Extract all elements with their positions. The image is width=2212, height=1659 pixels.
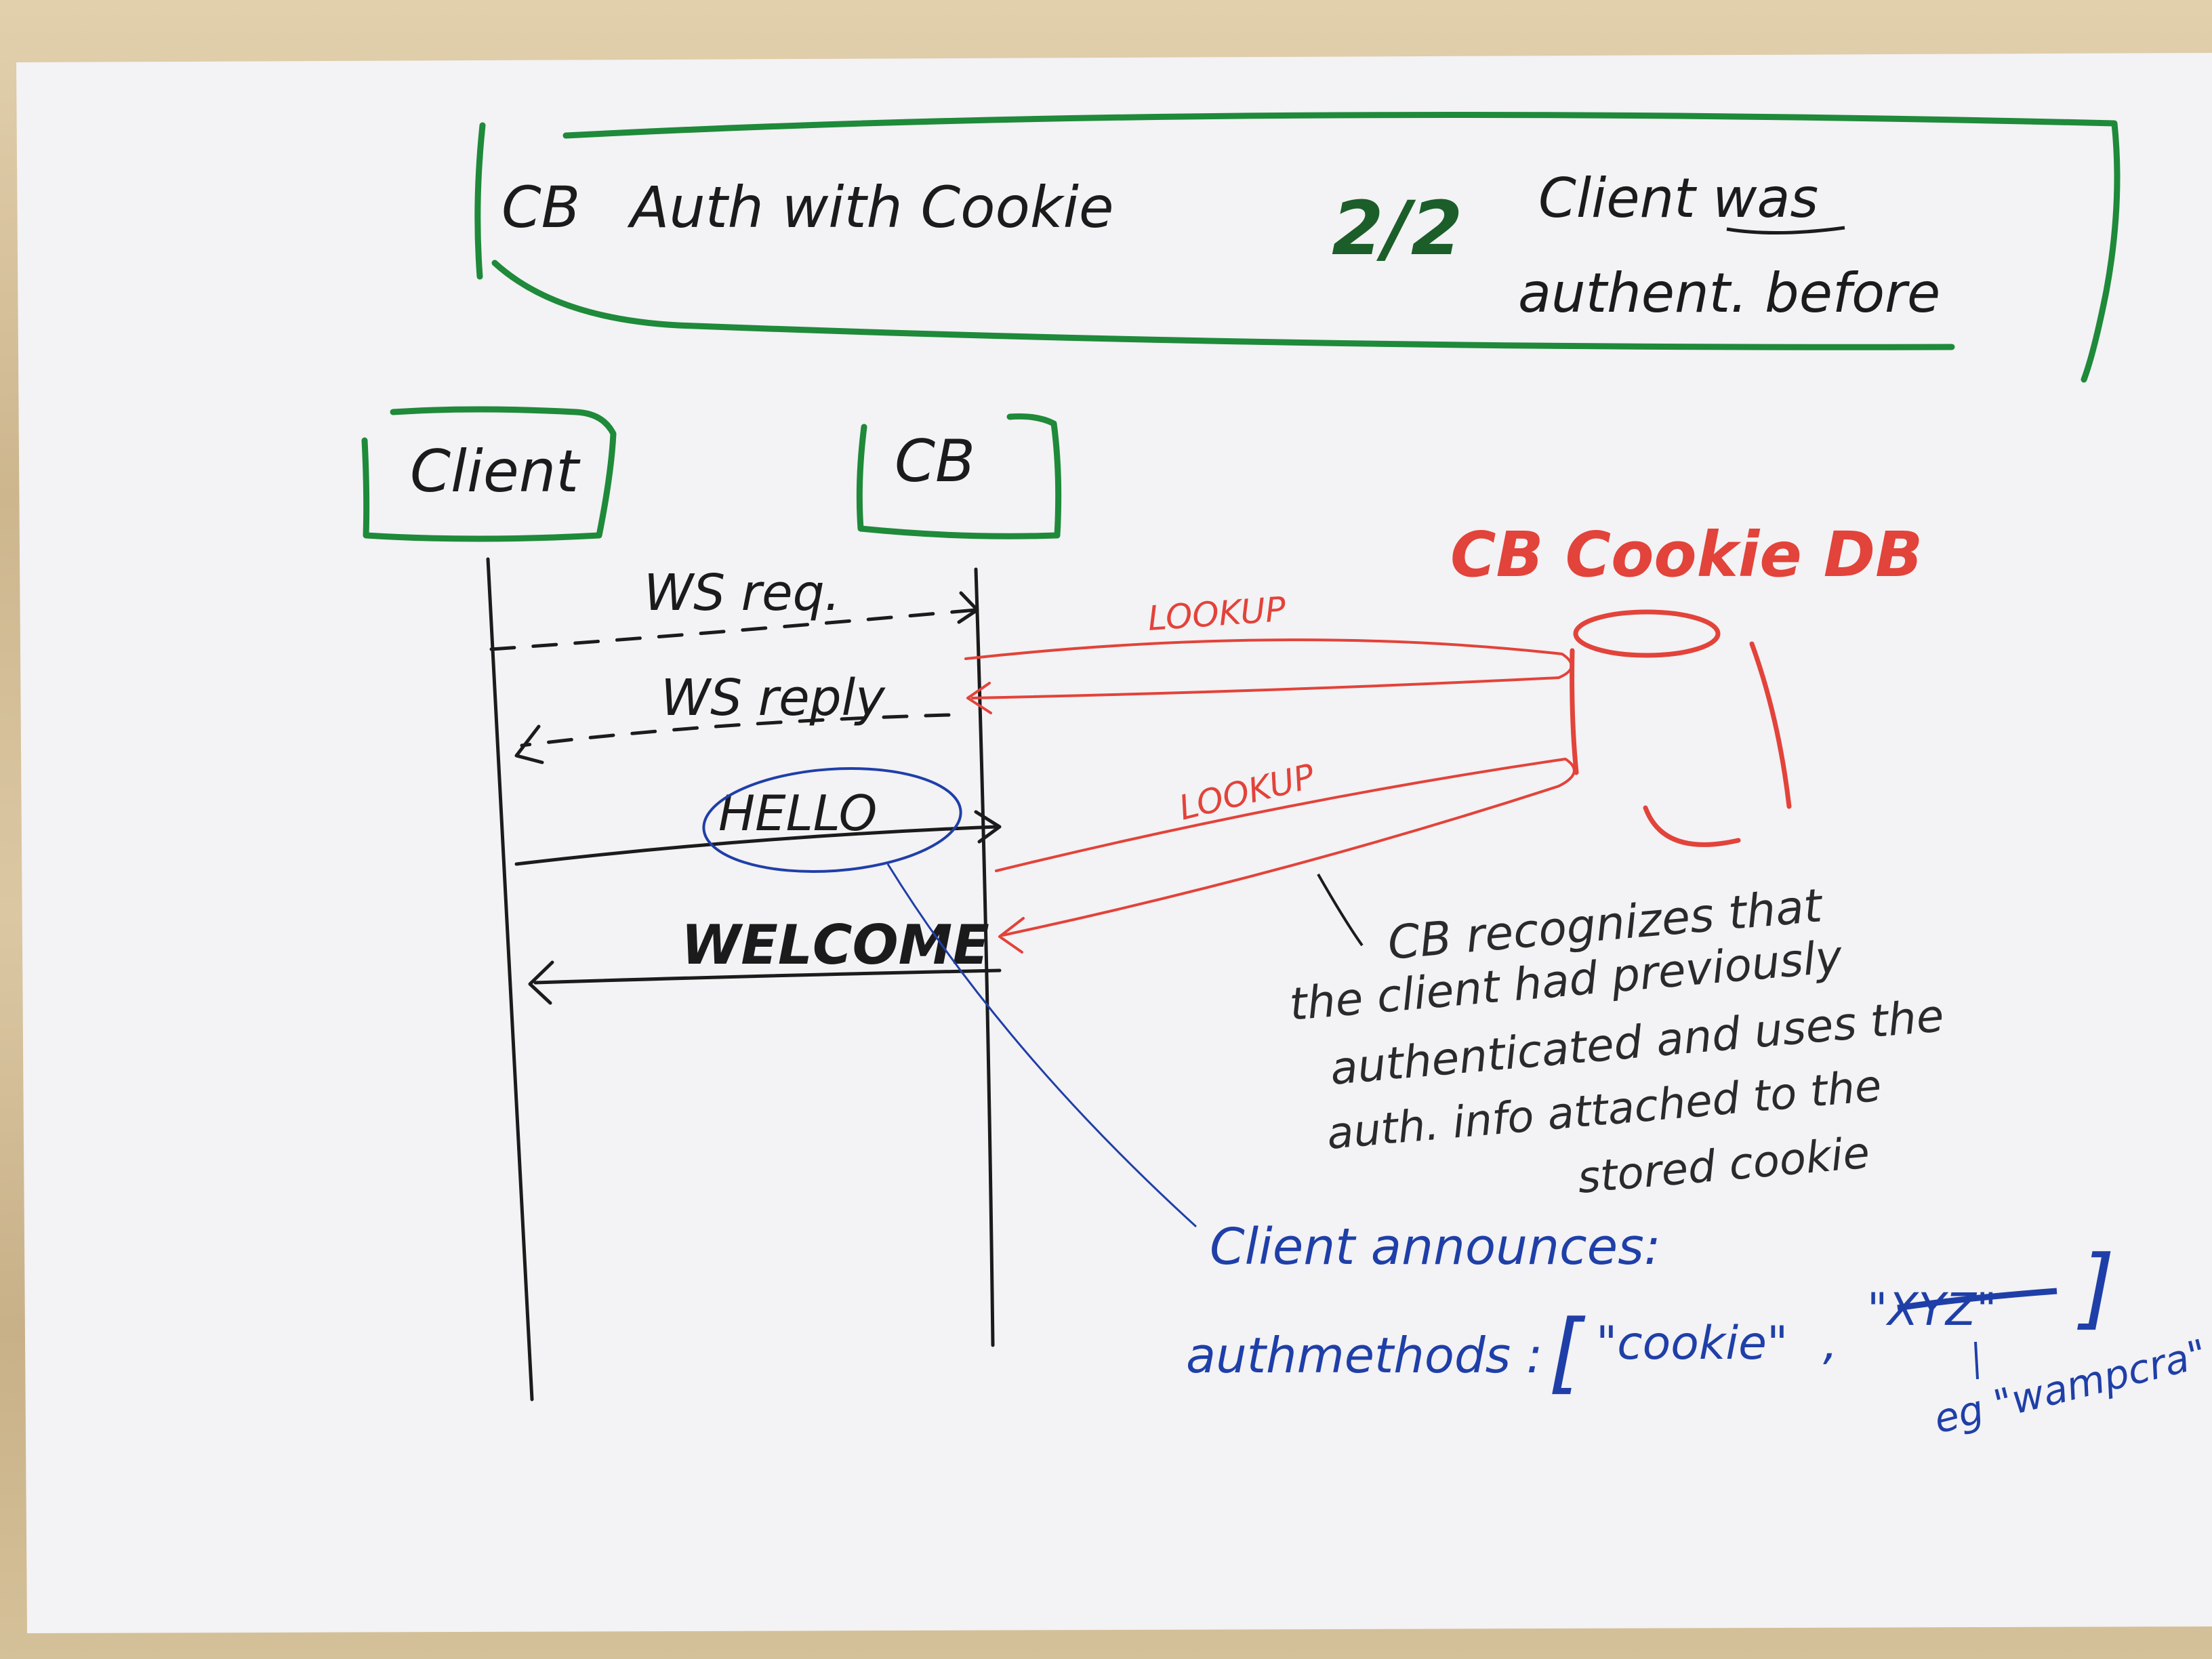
- was-underline: [1726, 226, 1845, 235]
- ws-reply-arrowhead: [514, 724, 544, 764]
- title-box-top-right-stroke: [562, 112, 2121, 383]
- lookup-1-arrowhead: [966, 682, 992, 714]
- welcome-arrow: [533, 968, 1002, 985]
- hello-highlight-circle: [702, 767, 962, 873]
- hello-arrow: [514, 825, 998, 866]
- welcome-label: WELCOME: [681, 914, 989, 977]
- authmethods-cookie-item: "cookie": [1596, 1317, 1788, 1370]
- ws-req-arrow: [489, 608, 978, 651]
- cb-lifeline: [974, 567, 995, 1347]
- lookup-2-loop: [995, 758, 1576, 937]
- cb-actor-box: [856, 413, 1062, 539]
- lookup-1-label: LOOKUP: [1147, 590, 1288, 638]
- cookie-db-label: CB Cookie DB: [1450, 518, 1923, 591]
- lookup-1-loop: [964, 638, 1573, 699]
- scribbled-out-word: [1897, 1288, 2057, 1311]
- hello-callout-line: [886, 863, 1197, 1228]
- client-note-line-1: Client announces:: [1210, 1218, 1661, 1276]
- authmethods-xyz-item: "XYZ": [1867, 1284, 1996, 1336]
- authmethods-close-bracket: ]: [2077, 1236, 2115, 1339]
- client-actor-label: Client: [410, 438, 581, 506]
- client-lifeline: [486, 557, 534, 1401]
- cb-actor-label: CB: [895, 428, 975, 495]
- ws-req-arrowhead: [957, 591, 979, 624]
- title-box-bottom-stroke: [491, 260, 1955, 350]
- hello-label: HELLO: [718, 785, 877, 842]
- ws-req-label: WS req.: [644, 564, 840, 622]
- hello-arrowhead: [974, 810, 1002, 844]
- title-text: Auth with Cookie: [627, 174, 1114, 241]
- cb-note-pointer: [1317, 874, 1364, 947]
- cookie-db-top: [1573, 609, 1721, 658]
- title-box-left-stroke: [474, 122, 486, 280]
- authmethods-label: authmethods :: [1186, 1327, 1542, 1384]
- cookie-db-bottom: [1643, 805, 1741, 847]
- xyz-example-pointer: [1974, 1341, 1979, 1380]
- lookup-2-arrowhead: [998, 917, 1025, 954]
- ws-reply-label: WS reply: [661, 669, 886, 727]
- title-box: [474, 112, 2121, 383]
- step-indicator: 2/2: [1332, 185, 1462, 272]
- authmethods-comma: ,: [1823, 1317, 1838, 1370]
- authmethods-open-bracket: [: [1549, 1300, 1586, 1404]
- cookie-db-right-side: [1749, 641, 1792, 809]
- welcome-arrowhead: [528, 960, 554, 1005]
- client-actor-box: [361, 406, 617, 542]
- subtitle-line-1: Client was: [1538, 167, 1818, 230]
- title-cb-label: CB: [501, 174, 580, 241]
- subtitle-line-2: authent. before: [1518, 262, 1940, 325]
- ws-reply-arrow: [520, 713, 951, 747]
